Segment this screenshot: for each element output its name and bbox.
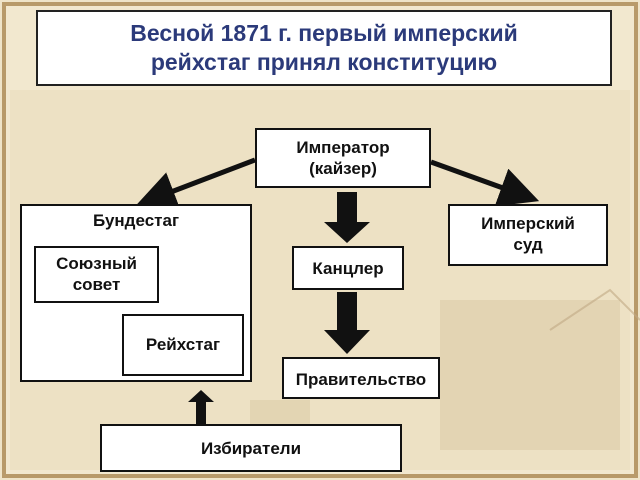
- voters-box: Избиратели: [100, 424, 402, 472]
- imperial-court-label-2: суд: [513, 235, 543, 254]
- reichstag-label: Рейхстаг: [145, 335, 221, 354]
- title-line-2: рейхстаг принял конституцию: [150, 49, 498, 75]
- voters-label: Избиратели: [200, 439, 302, 458]
- union-council-label-1: Союзный: [56, 254, 137, 273]
- title-line-1: Весной 1871 г. первый имперский: [130, 20, 518, 46]
- bundestag-label: Бундестаг: [92, 211, 180, 230]
- government-box: Правительство: [282, 357, 440, 399]
- imperial-court-box: Имперский суд: [448, 204, 608, 266]
- union-council-box: Союзный совет: [34, 246, 159, 303]
- title-box: Весной 1871 г. первый имперский рейхстаг…: [36, 10, 612, 86]
- chancellor-label: Канцлер: [312, 259, 384, 278]
- emperor-label-1: Император: [296, 138, 390, 157]
- emperor-box: Император (кайзер): [255, 128, 431, 188]
- government-label: Правительство: [295, 370, 427, 389]
- imperial-court-label-1: Имперский: [481, 214, 575, 233]
- union-council-label-2: совет: [72, 275, 121, 294]
- chancellor-box: Канцлер: [292, 246, 404, 290]
- emperor-label-2: (кайзер): [309, 159, 377, 178]
- reichstag-box: Рейхстаг: [122, 314, 244, 376]
